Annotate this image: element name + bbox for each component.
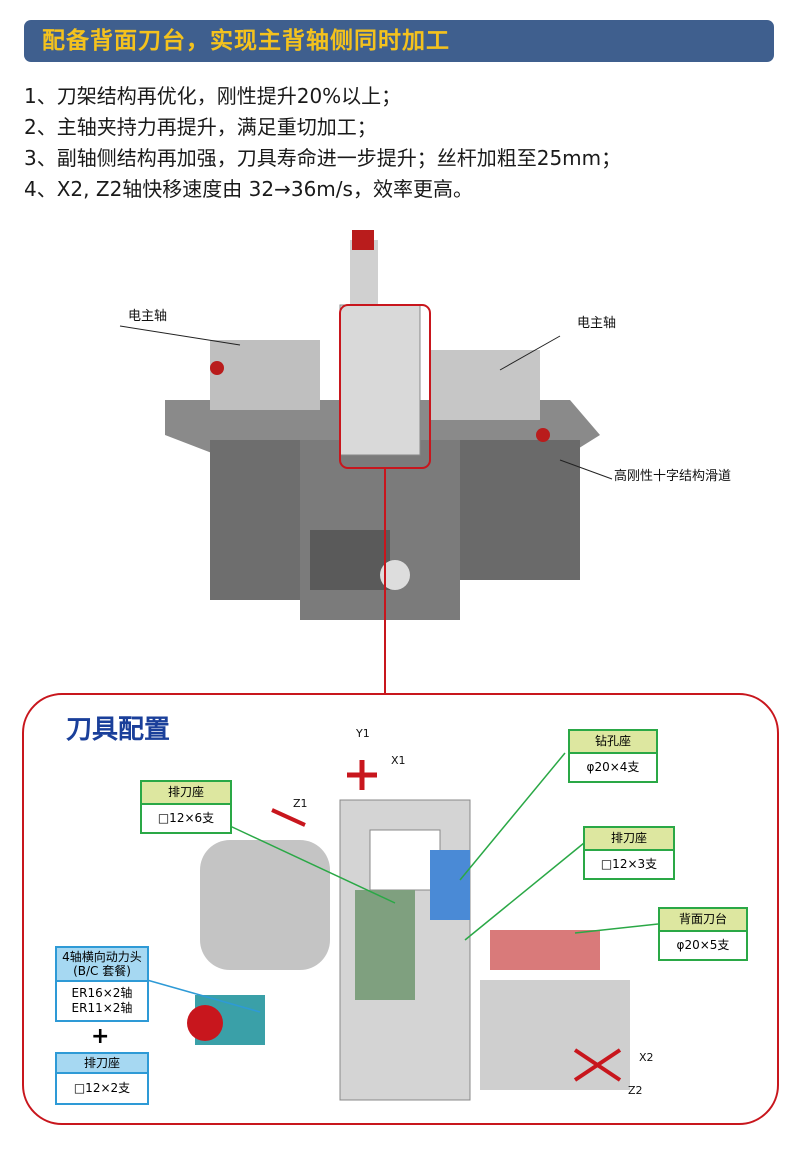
section-title: 配备背面刀台，实现主背轴侧同时加工 [42,28,450,54]
callout-title: 背面刀台 [660,909,746,932]
callout-value: ER16×2轴 [71,986,133,1000]
machine-illustration [119,230,613,693]
callout-subtitle: (B/C 套餐) [73,964,131,978]
feature-item: 1、刀架结构再优化，刚性提升20%以上； [24,84,402,108]
callout-gang-right: 排刀座 □12×3支 [583,826,675,880]
callout-value: □12×6支 [157,811,215,825]
turret-illustration [146,752,659,1101]
label-spindle-right: 电主轴 [577,316,617,331]
feature-item: 4、X2, Z2轴快移速度由 32→36m/s，效率更高。 [24,177,473,201]
section-header: 配备背面刀台，实现主背轴侧同时加工 [24,20,774,62]
axis-x1: X1 [391,754,406,767]
callout-gang-left: 排刀座 □12×6支 [140,780,232,834]
label-slide: 高刚性十字结构滑道 [614,469,732,484]
callout-value: φ20×4支 [586,760,640,774]
feature-item: 2、主轴夹持力再提升，满足重切加工； [24,115,377,139]
callout-value: □12×2支 [73,1081,131,1095]
callout-gang-small: 排刀座 □12×2支 [55,1052,149,1105]
callout-back-turret: 背面刀台 φ20×5支 [658,907,748,961]
callout-title: 4轴横向动力头 [62,950,142,964]
callout-value: □12×3支 [600,857,658,871]
callout-value: φ20×5支 [676,938,730,952]
axis-z2: Z2 [628,1084,643,1097]
axis-x2: X2 [639,1051,654,1064]
callout-title: 排刀座 [585,828,673,851]
axis-y1: Y1 [356,727,370,740]
callout-title: 排刀座 [142,782,230,805]
tooling-panel [22,693,779,1125]
callout-title: 排刀座 [57,1054,147,1074]
callout-drill: 钻孔座 φ20×4支 [568,729,658,783]
feature-item: 3、副轴侧结构再加强，刀具寿命进一步提升；丝杆加粗至25mm； [24,146,622,170]
callout-title: 钻孔座 [570,731,656,754]
plus-sign: + [91,1024,110,1049]
tooling-title: 刀具配置 [66,715,171,745]
callout-value: ER11×2轴 [71,1001,133,1015]
label-spindle-left: 电主轴 [128,309,168,324]
axis-z1: Z1 [293,797,308,810]
